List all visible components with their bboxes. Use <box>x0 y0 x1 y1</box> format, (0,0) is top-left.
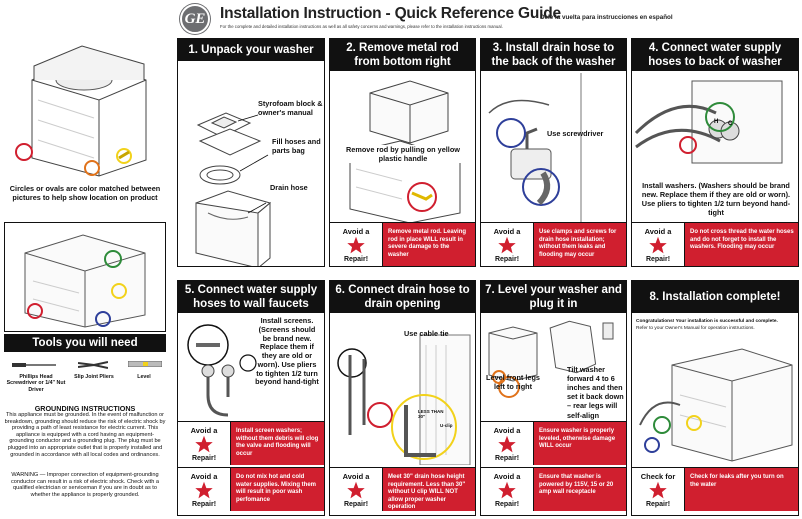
warning-text: Meet 30" drain hose height requirement. … <box>383 468 475 511</box>
step-4-title: 4. Connect water supply hoses to back of… <box>632 39 798 71</box>
warning-text: Use clamps and screws for drain hose ins… <box>534 223 626 266</box>
step-5-title: 5. Connect water supply hoses to wall fa… <box>178 281 324 313</box>
step-1-figure <box>178 63 324 266</box>
header: GE Installation Instruction - Quick Refe… <box>0 0 802 38</box>
step-4-label-install-washers: Install washers. (Washers should be bran… <box>641 181 791 218</box>
step-7-card: 7. Level your washer and plug it in Leve… <box>480 280 627 516</box>
step-6-title: 6. Connect drain hose to drain opening <box>330 281 475 313</box>
grounding-text: This appliance must be grounded. In the … <box>4 412 166 458</box>
warning-text: Install screen washers; without them deb… <box>231 422 324 465</box>
step-6-label-cable-tie: Use cable tie <box>404 329 449 338</box>
step-5-warning-1: Avoid a Repair! Install screen washers; … <box>178 421 324 465</box>
warning-text: Ensure that washer is powered by 115V, 1… <box>534 468 626 511</box>
warning-text: Do not mix hot and cold water supplies. … <box>231 468 324 511</box>
step-1-label-styrofoam: Styrofoam block & owner's manual <box>258 99 323 118</box>
step-3-warning: Avoid a Repair! Use clamps and screws fo… <box>481 222 626 266</box>
step-2-card: 2. Remove metal rod from bottom right Re… <box>329 38 476 267</box>
step-4-card: 4. Connect water supply hoses to back of… <box>631 38 799 267</box>
step-8-congrats: Congratulations! Your installation is su… <box>636 319 778 324</box>
step-3-card: 3. Install drain hose to the back of the… <box>480 38 627 267</box>
step-1-label-drain-hose: Drain hose <box>270 183 308 192</box>
step-3-figure <box>481 73 626 223</box>
step-6-figure <box>330 315 475 465</box>
star-icon <box>195 481 213 499</box>
spanish-link[interactable]: Dele la vuelta para instrucciones en esp… <box>540 14 673 21</box>
star-icon <box>498 435 516 453</box>
step-1-title: 1. Unpack your washer <box>178 39 324 61</box>
svg-text:H: H <box>714 119 718 125</box>
step-2-warning: Avoid a Repair! Remove metal rod. Leavin… <box>330 222 475 266</box>
step-8-card: 8. Installation complete! Congratulation… <box>631 280 799 516</box>
washer-back-figure <box>4 222 166 332</box>
star-icon <box>649 481 667 499</box>
level-icon <box>128 361 162 367</box>
warning-text: Do not cross thread the water hoses and … <box>685 223 798 266</box>
svg-text:C: C <box>728 121 733 127</box>
step-7-warning-2: Avoid a Repair! Ensure that washer is po… <box>481 467 626 511</box>
step-1-label-fill-hoses: Fill hoses and parts bag <box>272 137 321 156</box>
step-5-warning-2: Avoid a Repair! Do not mix hot and cold … <box>178 467 324 511</box>
tool-label-screwdriver: Phillips Head Screwdriver or 1/4" Nut Dr… <box>6 374 66 393</box>
tool-label-pliers: Slip Joint Pliers <box>74 374 114 380</box>
step-6-card: 6. Connect drain hose to drain opening U… <box>329 280 476 516</box>
step-1-card: 1. Unpack your washer Styrofoam block & … <box>177 38 325 267</box>
step-6-label-less-than: LESS THAN 30" <box>418 409 444 420</box>
step-3-title: 3. Install drain hose to the back of the… <box>481 39 626 71</box>
step-8-refer: Refer to your Owner's Manual for operati… <box>636 326 755 331</box>
step-4-warning: Avoid a Repair! Do not cross thread the … <box>632 222 798 266</box>
step-8-figure <box>632 335 798 465</box>
step-8-title: 8. Installation complete! <box>632 281 798 313</box>
step-7-figure <box>481 315 626 415</box>
step-2-title: 2. Remove metal rod from bottom right <box>330 39 475 71</box>
step-5-figure <box>178 315 258 419</box>
ge-logo: GE <box>180 4 210 34</box>
star-icon <box>347 236 365 254</box>
star-icon <box>498 481 516 499</box>
screwdriver-icon <box>12 362 56 368</box>
grounding-title: GROUNDING INSTRUCTIONS <box>34 404 136 413</box>
step-4-figure: H C <box>632 73 798 183</box>
star-icon <box>649 236 667 254</box>
step-6-label-u-clip: U-clip <box>440 423 453 428</box>
step-7-title: 7. Level your washer and plug it in <box>481 281 626 313</box>
grounding-warning: WARNING — Improper connection of equipme… <box>11 472 159 498</box>
pliers-icon <box>78 360 108 370</box>
star-icon <box>195 435 213 453</box>
step-2-label-remove-rod: Remove rod by pulling on yellow plastic … <box>338 145 468 164</box>
star-icon <box>498 236 516 254</box>
step-5-card: 5. Connect water supply hoses to wall fa… <box>177 280 325 516</box>
step-7-label-level-legs: Level front legs left to right <box>486 373 540 392</box>
page-title: Installation Instruction - Quick Referen… <box>220 5 561 22</box>
step-7-warning-1: Avoid a Repair! Ensure washer is properl… <box>481 421 626 465</box>
tool-label-level: Level <box>137 374 151 380</box>
washer-overview-figure <box>4 40 166 178</box>
tools-row: Phillips Head Screwdriver or 1/4" Nut Dr… <box>4 354 166 402</box>
star-icon <box>347 481 365 499</box>
warning-text: Remove metal rod. Leaving rod in place W… <box>383 223 475 266</box>
step-8-check: Check for Repair! Check for leaks after … <box>632 467 798 511</box>
step-7-label-tilt: Tilt washer forward 4 to 6 inches and th… <box>567 365 624 420</box>
page-subtitle: For the complete and detailed installati… <box>220 24 503 29</box>
tools-title-bar: Tools you will need <box>4 334 166 352</box>
circles-note: Circles or ovals are color matched betwe… <box>9 184 161 203</box>
step-5-label-install-screens: Install screens. (Screens should be bran… <box>255 316 319 387</box>
warning-text: Ensure washer is properly leveled, other… <box>534 422 626 465</box>
check-text: Check for leaks after you turn on the wa… <box>685 468 798 511</box>
step-6-warning: Avoid a Repair! Meet 30" drain hose heig… <box>330 467 475 511</box>
step-3-label-screwdriver: Use screwdriver <box>547 129 604 138</box>
